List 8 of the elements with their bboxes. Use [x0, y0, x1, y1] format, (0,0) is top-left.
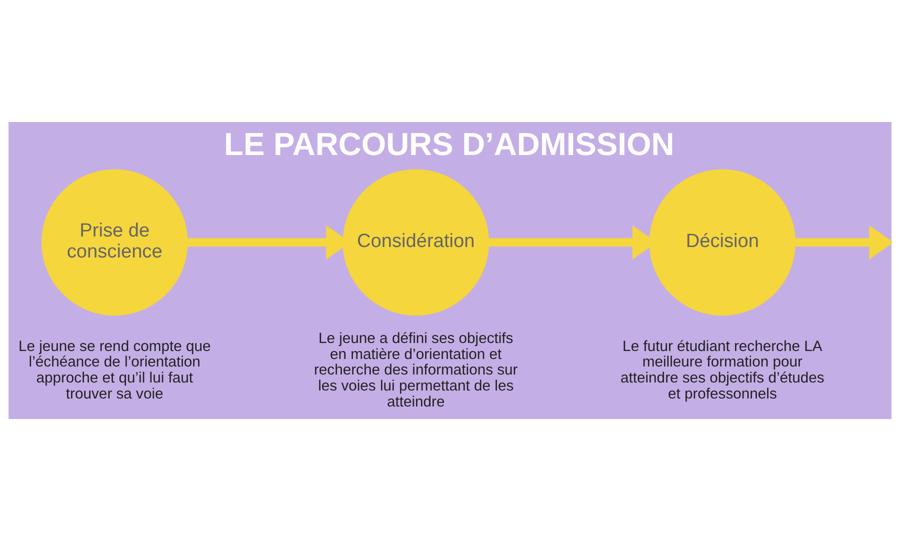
- node-label: Le jeune se rend compte que l’échéance de l’orientation approche et qu’il lui faut trouver sa voie: [18, 338, 211, 402]
- node-label: Le futur étudiant recherche LA meilleure formation pour atteindre ses objectifs d’études et professonnels: [620, 338, 824, 402]
- node-circle: Décision: [649, 168, 796, 316]
- node-circle: Prise de conscience: [41, 168, 188, 316]
- arrow: [795, 224, 892, 259]
- diagram-title: LE PARCOURS D’ADMISSION: [224, 125, 674, 162]
- node-label: Le jeune a défini ses objectifs en matière d’orientation et recherche des informations sur les voies lui permettant de les atteindre: [314, 330, 518, 410]
- node-circle: Considération: [342, 168, 490, 316]
